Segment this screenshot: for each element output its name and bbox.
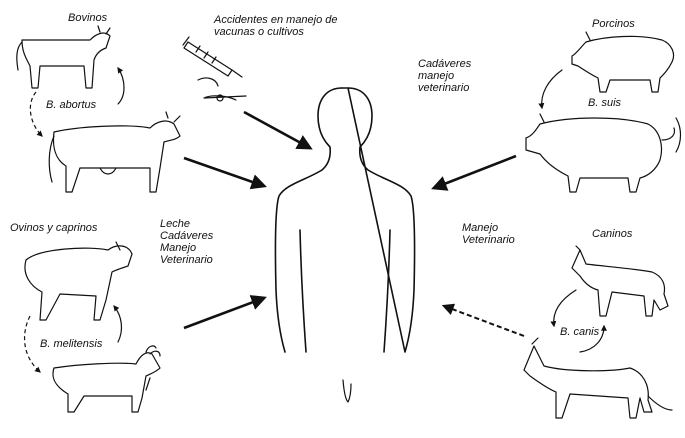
- human-silhouette: [275, 88, 414, 352]
- label-bovinos: Bovinos: [68, 12, 107, 24]
- label-manejo-veterinario: Manejo Veterinario: [462, 222, 515, 246]
- cow-bottom-icon: [49, 112, 180, 192]
- label-leche-cadaveres: Leche Cadáveres Manejo Veterinario: [160, 218, 213, 266]
- dog-bottom-icon: [524, 338, 672, 418]
- label-b-canis: B. canis: [560, 326, 599, 338]
- label-b-suis: B. suis: [588, 97, 621, 109]
- cow-top-icon: [17, 26, 110, 88]
- label-caninos: Caninos: [592, 228, 632, 240]
- label-cadaveres-porcinos: Cadáveres manejo veterinario: [418, 58, 471, 94]
- pig-top-icon: [572, 32, 674, 92]
- dog-top-icon: [572, 246, 668, 316]
- label-porcinos: Porcinos: [592, 18, 635, 30]
- syringe-icon: [183, 37, 246, 101]
- label-b-melitensis: B. melitensis: [40, 338, 102, 350]
- label-ovinos-caprinos: Ovinos y caprinos: [10, 222, 97, 234]
- pig-bottom-icon: [526, 114, 675, 192]
- label-b-abortus: B. abortus: [46, 99, 96, 111]
- label-accidentes: Accidentes en manejo de vacunas o cultiv…: [214, 14, 338, 38]
- goat-icon: [53, 346, 160, 412]
